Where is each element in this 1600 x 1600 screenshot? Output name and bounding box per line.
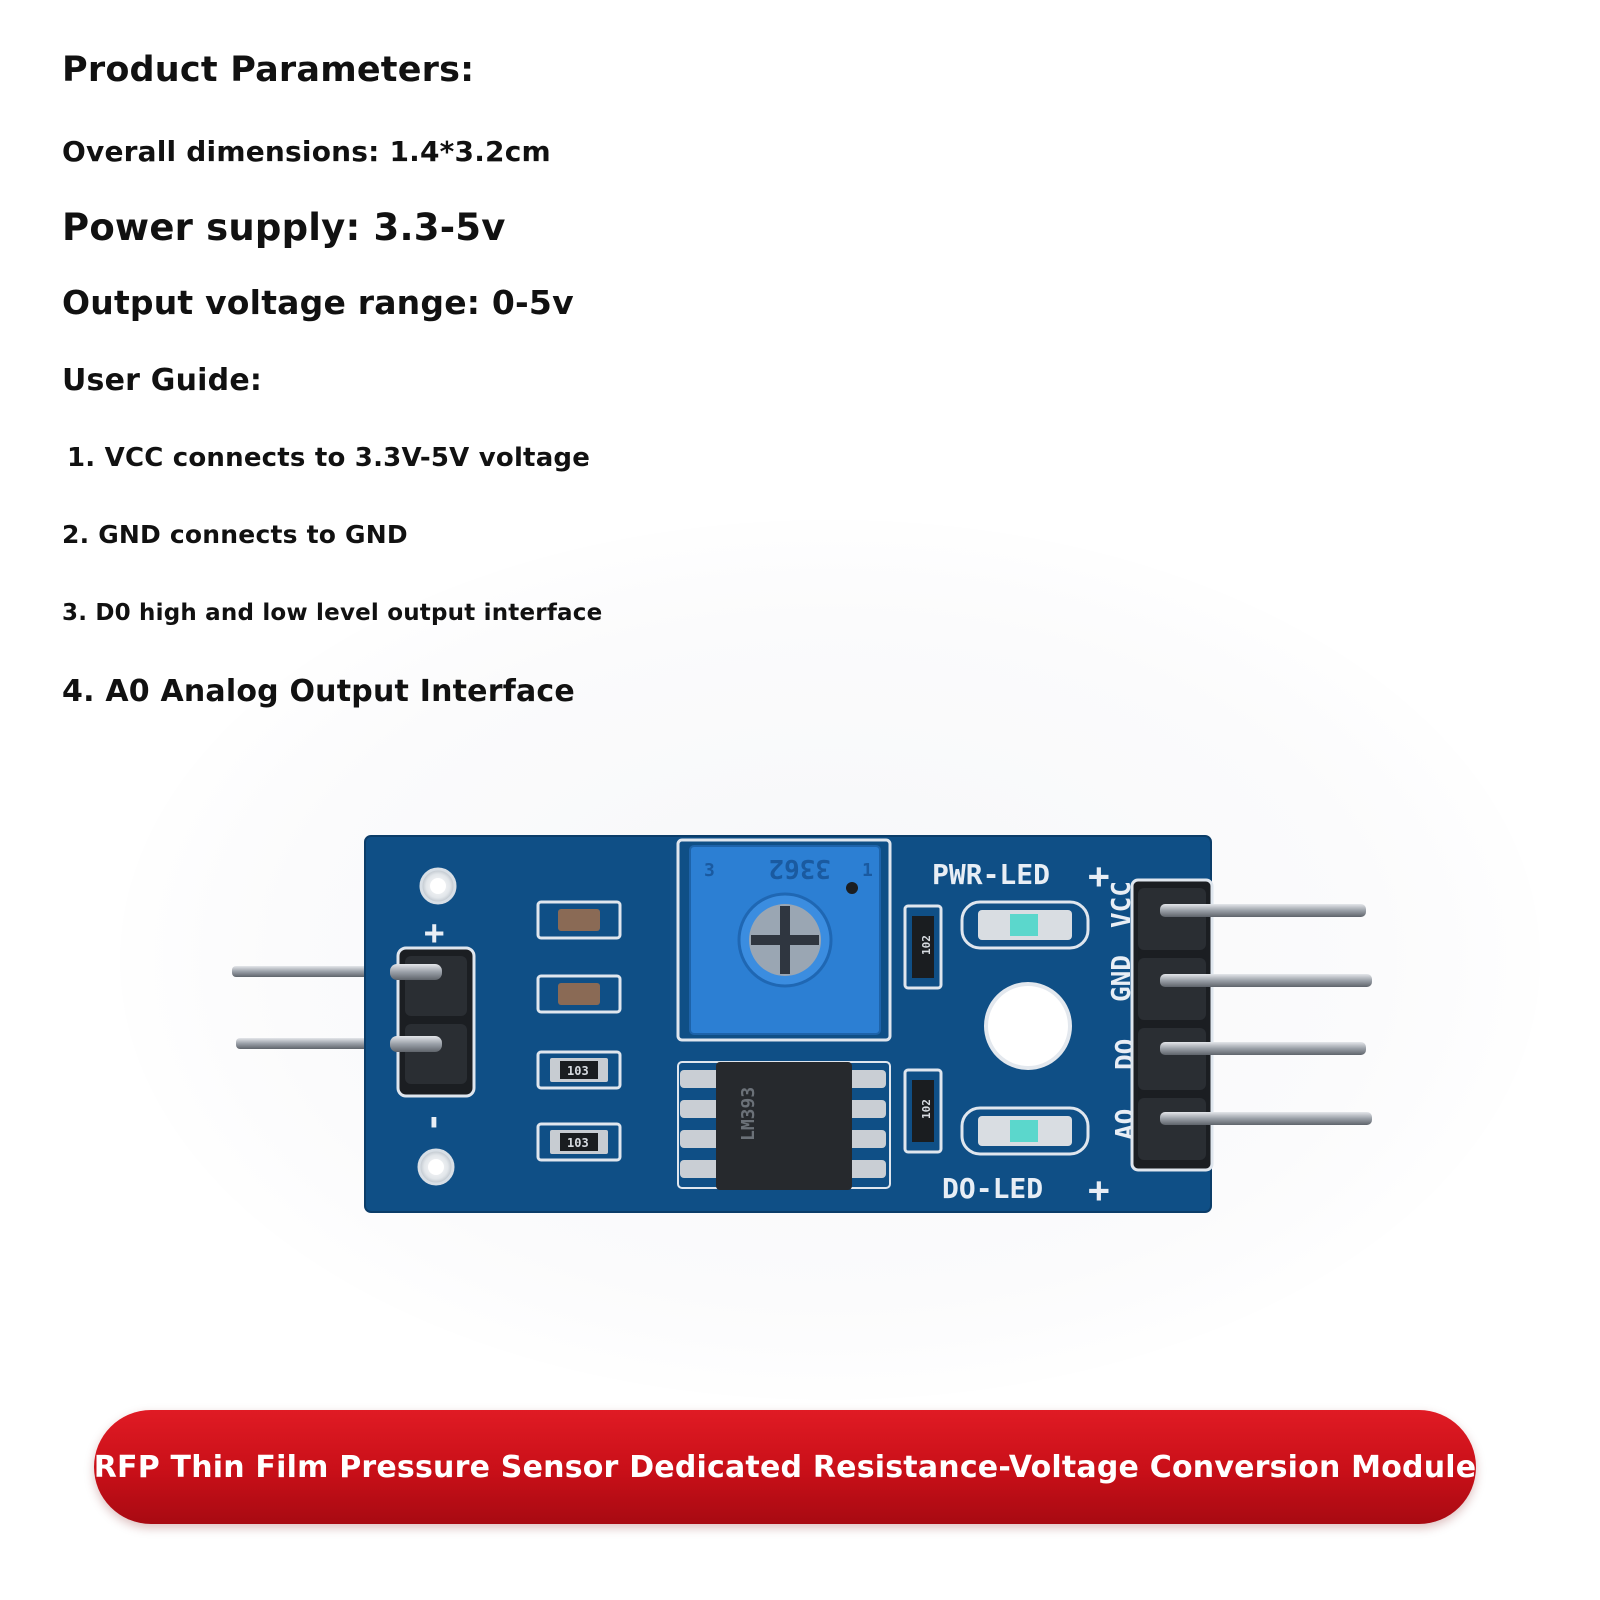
product-title-text: RFP Thin Film Pressure Sensor Dedicated … <box>93 1449 1477 1485</box>
right-pin-do <box>1160 1042 1366 1055</box>
resistor-code-3: 102 <box>920 935 933 955</box>
resistor-code-1: 103 <box>567 1064 589 1078</box>
user-guide-heading: User Guide: <box>62 363 263 398</box>
product-parameters-heading: Product Parameters: <box>62 50 475 90</box>
power-supply: Power supply: 3.3-5v <box>62 206 506 249</box>
resistor-code-2: 103 <box>567 1136 589 1150</box>
pwr-led <box>960 900 1090 950</box>
right-pin-ao <box>1160 1112 1372 1125</box>
potentiometer: 3362 3 1 <box>676 838 892 1042</box>
right-pin-vcc <box>1160 904 1366 917</box>
right-pin-gnd <box>1160 974 1372 987</box>
chip-code: LM393 <box>738 1087 759 1141</box>
do-led <box>960 1106 1090 1156</box>
guide-step-4: 4. A0 Analog Output Interface <box>62 674 575 709</box>
product-title-banner: RFP Thin Film Pressure Sensor Dedicated … <box>94 1410 1476 1524</box>
right-header <box>1130 878 1214 1172</box>
comparator-chip: LM393 <box>677 1061 891 1190</box>
pot-code: 3362 <box>768 853 831 883</box>
guide-step-1: 1. VCC connects to 3.3V-5V voltage <box>67 443 591 473</box>
smd-component-column: 103 103 <box>536 900 622 1162</box>
overall-dimensions: Overall dimensions: 1.4*3.2cm <box>62 135 551 168</box>
mount-hole-right <box>984 982 1072 1070</box>
pot-number-left: 3 <box>704 860 715 881</box>
do-led-label: DO-LED <box>942 1172 1043 1205</box>
led-resistors: 102 102 <box>903 904 943 1154</box>
guide-step-3: 3. D0 high and low level output interfac… <box>62 600 603 626</box>
output-voltage-range: Output voltage range: 0-5v <box>62 283 574 322</box>
pwr-led-plus: + <box>1088 856 1110 897</box>
sensor-module-illustration: + - 103 103 3362 3 1 <box>232 835 1372 1213</box>
do-led-plus: + <box>1088 1170 1110 1211</box>
board-plus-label: + <box>424 913 444 953</box>
resistor-code-4: 102 <box>920 1099 933 1119</box>
pot-number-right: 1 <box>862 860 873 881</box>
guide-step-2: 2. GND connects to GND <box>62 520 408 549</box>
pwr-led-label: PWR-LED <box>932 858 1050 891</box>
board-minus-label: - <box>415 1112 455 1132</box>
